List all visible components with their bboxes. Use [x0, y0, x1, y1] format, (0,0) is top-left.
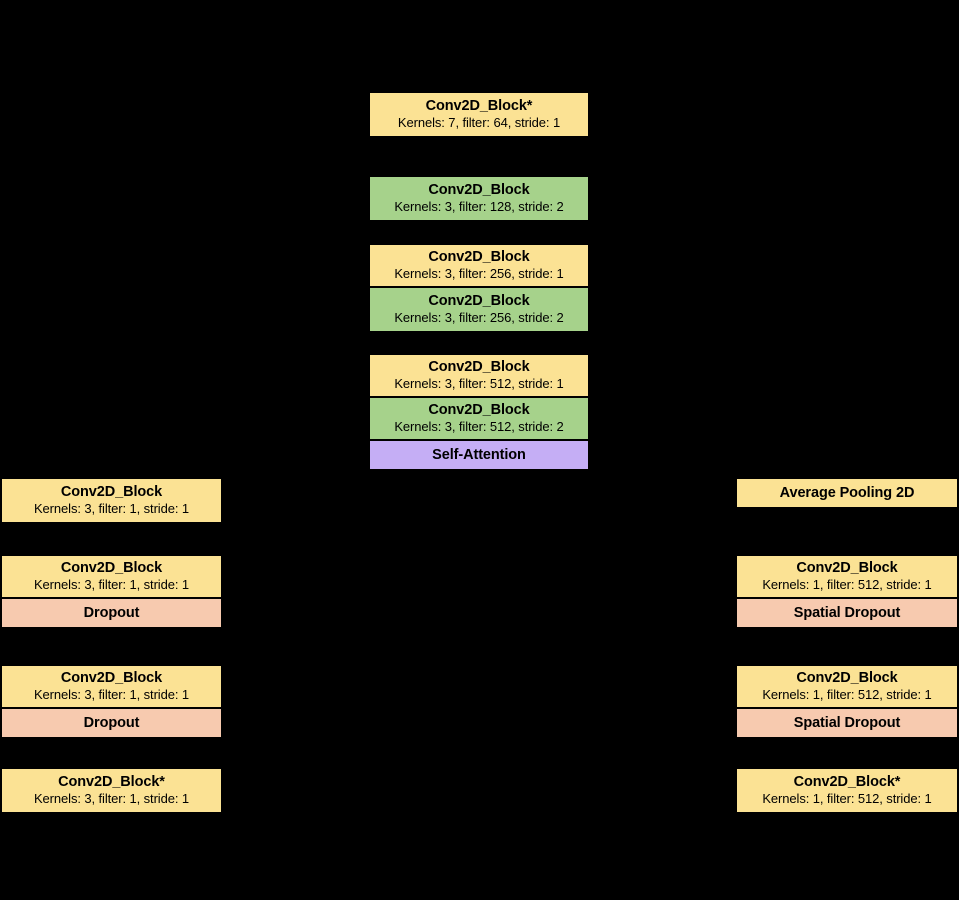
layer-block: Dropout — [2, 709, 221, 737]
layer-block: Self-Attention — [370, 441, 588, 469]
backbone-stage-1: Conv2D_Block*Kernels: 7, filter: 64, str… — [368, 91, 590, 138]
layer-block-title: Conv2D_Block* — [58, 774, 165, 790]
layer-block-title: Conv2D_Block — [60, 560, 163, 576]
layer-block: Conv2D_Block*Kernels: 1, filter: 512, st… — [737, 769, 957, 812]
layer-block-params: Kernels: 3, filter: 1, stride: 1 — [33, 501, 190, 516]
layer-block-params: Kernels: 3, filter: 512, stride: 2 — [394, 419, 564, 434]
layer-block-params: Kernels: 3, filter: 128, stride: 2 — [394, 199, 564, 214]
left-head-stage-4: Conv2D_Block*Kernels: 3, filter: 1, stri… — [0, 767, 223, 814]
layer-block-params: Kernels: 3, filter: 512, stride: 1 — [394, 376, 564, 391]
layer-block-params: Kernels: 1, filter: 512, stride: 1 — [762, 791, 932, 806]
layer-block: Conv2D_Block*Kernels: 3, filter: 1, stri… — [2, 769, 221, 812]
right-head-stage-1: Average Pooling 2D — [735, 477, 959, 509]
right-head-stage-4: Conv2D_Block*Kernels: 1, filter: 512, st… — [735, 767, 959, 814]
layer-block-title: Conv2D_Block — [428, 359, 530, 375]
layer-block: Conv2D_Block*Kernels: 7, filter: 64, str… — [370, 93, 588, 136]
layer-block-params: Kernels: 1, filter: 512, stride: 1 — [762, 577, 932, 592]
layer-block-params: Kernels: 3, filter: 256, stride: 2 — [394, 310, 564, 325]
layer-block-title: Conv2D_Block — [796, 560, 898, 576]
layer-block-title: Self-Attention — [432, 447, 526, 463]
layer-block-params: Kernels: 3, filter: 1, stride: 1 — [33, 791, 190, 806]
layer-block-title: Conv2D_Block — [60, 484, 163, 500]
layer-block-title: Spatial Dropout — [793, 715, 901, 731]
layer-block-title: Dropout — [83, 605, 140, 621]
layer-block-title: Conv2D_Block* — [793, 774, 901, 790]
layer-block-title: Conv2D_Block — [60, 670, 163, 686]
layer-block: Average Pooling 2D — [737, 479, 957, 507]
layer-block-params: Kernels: 3, filter: 1, stride: 1 — [33, 577, 190, 592]
layer-block-title: Conv2D_Block — [428, 402, 530, 418]
layer-block-title: Conv2D_Block* — [425, 98, 533, 114]
layer-block-title: Conv2D_Block — [428, 182, 530, 198]
layer-block-title: Average Pooling 2D — [779, 485, 915, 501]
layer-block-title: Spatial Dropout — [793, 605, 901, 621]
layer-block-title: Conv2D_Block — [796, 670, 898, 686]
layer-block-title: Dropout — [83, 715, 140, 731]
layer-block-params: Kernels: 3, filter: 1, stride: 1 — [33, 687, 190, 702]
layer-block-params: Kernels: 7, filter: 64, stride: 1 — [397, 115, 561, 130]
layer-block: Spatial Dropout — [737, 709, 957, 737]
layer-block-title: Conv2D_Block — [428, 293, 530, 309]
layer-block: Spatial Dropout — [737, 599, 957, 627]
layer-block-params: Kernels: 1, filter: 512, stride: 1 — [762, 687, 932, 702]
layer-block-params: Kernels: 3, filter: 256, stride: 1 — [394, 266, 564, 281]
layer-block-title: Conv2D_Block — [428, 249, 530, 265]
layer-block: Dropout — [2, 599, 221, 627]
